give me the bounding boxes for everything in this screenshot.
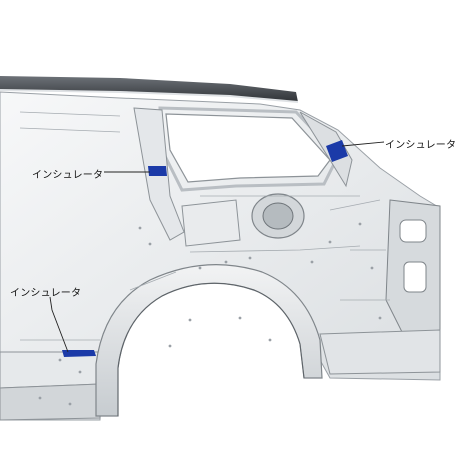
callout-insulator-sill: インシュレータ [10,288,82,299]
rear-pillar [299,111,353,188]
lower-rear-rail [319,329,441,375]
leader-line-low-left [49,296,69,353]
callout-insulator-quarter-pillar: インシュレータ [385,140,456,151]
wheel-arch-inner-edge [117,282,305,416]
lamp-pocket-slot-1 [399,219,427,243]
quarter-window-opening [165,113,331,183]
inner-reinforcement [181,199,241,247]
front-sill [0,351,101,389]
insulator-sill-patch [62,350,96,357]
insulator-quarter-pillar-patch [326,140,348,162]
leader-line-top-right [341,141,385,147]
lamp-pocket-slot-2 [403,261,427,293]
fuel-filler-inner [262,202,294,230]
front-sill-lower [0,383,101,421]
roof-rail-edge [0,89,299,103]
insulator-center-pillar-patch [148,166,167,176]
weld-spot-dots [38,222,382,406]
panel-detail-lines [19,111,390,341]
callout-insulator-center-pillar: インシュレータ [32,170,104,181]
